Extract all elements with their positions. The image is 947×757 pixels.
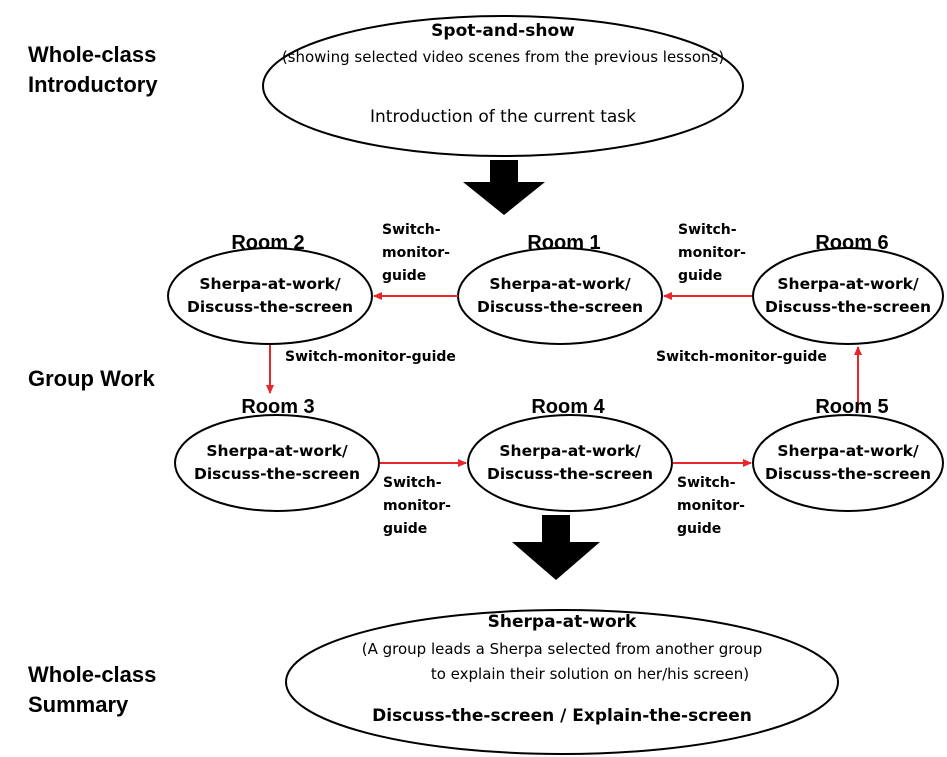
summary-node-line1: (A group leads a Sherpa selected from an… — [361, 640, 763, 658]
room5-title: Room 5 — [815, 396, 889, 418]
room6-text: Sherpa-at-work/ Discuss-the-screen — [764, 275, 932, 316]
summary-node-title: Sherpa-at-work — [487, 612, 637, 632]
room4-title: Room 4 — [531, 396, 605, 418]
room5-ellipse — [752, 414, 944, 512]
edge-label-room5-room6: Switch-monitor-guide — [656, 349, 827, 365]
summary-node-footer: Discuss-the-screen / Explain-the-screen — [372, 706, 752, 726]
room3-text: Sherpa-at-work/ Discuss-the-screen — [193, 442, 361, 483]
room3-ellipse — [174, 414, 380, 512]
intro-node-title: Spot-and-show — [431, 21, 575, 41]
room5-text: Sherpa-at-work/ Discuss-the-screen — [764, 442, 932, 483]
phase-label-intro: Whole-class Introductory — [28, 42, 158, 97]
edge-label-room2-room3: Switch-monitor-guide — [285, 349, 456, 365]
room3-title: Room 3 — [241, 396, 315, 418]
phase-label-summary: Whole-class Summary — [28, 662, 157, 717]
room2-title: Room 2 — [231, 232, 305, 254]
edge-label-room3-room4: Switch- monitor- guide — [383, 475, 451, 537]
room2-text: Sherpa-at-work/ Discuss-the-screen — [186, 275, 354, 316]
intro-node-task: Introduction of the current task — [370, 107, 636, 127]
intro-node-subtitle: (showing selected video scenes from the … — [281, 48, 725, 66]
edge-label-room1-room2: Switch- monitor- guide — [382, 222, 450, 284]
summary-node-ellipse — [285, 609, 839, 755]
edge-label-room4-room5: Switch- monitor- guide — [677, 475, 745, 537]
room1-title: Room 1 — [527, 232, 601, 254]
room6-title: Room 6 — [815, 232, 889, 254]
intro-node-ellipse — [262, 15, 744, 157]
flow-arrow-down-bottom — [512, 515, 600, 580]
room6-ellipse — [752, 247, 944, 345]
phase-label-group: Group Work — [28, 366, 155, 391]
flow-arrow-down-top — [463, 160, 545, 215]
summary-node-line2: to explain their solution on her/his scr… — [430, 665, 750, 683]
edge-label-room6-room1: Switch- monitor- guide — [678, 222, 746, 284]
room4-text: Sherpa-at-work/ Discuss-the-screen — [486, 442, 654, 483]
room1-text: Sherpa-at-work/ Discuss-the-screen — [476, 275, 644, 316]
room4-ellipse — [467, 414, 673, 512]
room2-ellipse — [167, 247, 373, 345]
